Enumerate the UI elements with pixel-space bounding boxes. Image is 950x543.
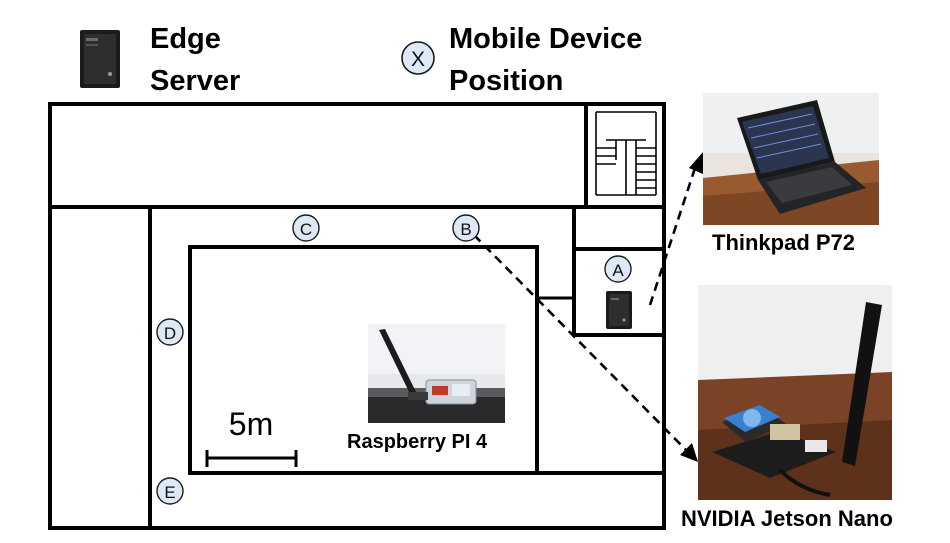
upper-corridor-wall <box>50 104 588 209</box>
thinkpad-photo <box>703 93 879 225</box>
arrows <box>473 164 698 453</box>
thinkpad-caption: Thinkpad P72 <box>712 230 856 255</box>
svg-text:C: C <box>300 220 312 239</box>
arrow-b-to-jetson <box>473 234 689 453</box>
arrowhead-thinkpad <box>689 152 703 174</box>
position-marker-c: C <box>292 214 320 242</box>
position-marker-b: B <box>452 214 480 242</box>
jetson-nano-photo <box>698 285 892 500</box>
edge-server-legend-label: Edge Server <box>150 23 241 97</box>
server-tower-icon <box>80 30 120 88</box>
raspberry-caption: Raspberry PI 4 <box>347 431 488 453</box>
svg-text:E: E <box>164 483 175 502</box>
position-marker-symbol: X <box>411 48 425 71</box>
position-marker-e: E <box>156 477 184 505</box>
jetson-caption: NVIDIA Jetson Nano <box>681 506 893 531</box>
building-outline <box>48 102 666 530</box>
position-marker-icon: X <box>401 41 435 75</box>
position-marker-d: D <box>156 318 184 346</box>
svg-text:B: B <box>460 220 471 239</box>
floor-plan <box>48 102 666 530</box>
scale-bar-label: 5m <box>229 406 273 442</box>
mobile-position-legend-label: Mobile Device Position <box>449 23 643 97</box>
staircase-icon <box>595 111 657 196</box>
arrowhead-jetson <box>680 443 698 462</box>
svg-text:D: D <box>164 324 176 343</box>
room-server-icon <box>606 291 632 329</box>
raspberry-pi-photo <box>368 324 505 423</box>
position-marker-a: A <box>604 255 632 283</box>
scale-bar: 5m <box>205 406 298 467</box>
svg-text:A: A <box>612 261 624 280</box>
arrow-server-to-thinkpad <box>648 164 698 306</box>
